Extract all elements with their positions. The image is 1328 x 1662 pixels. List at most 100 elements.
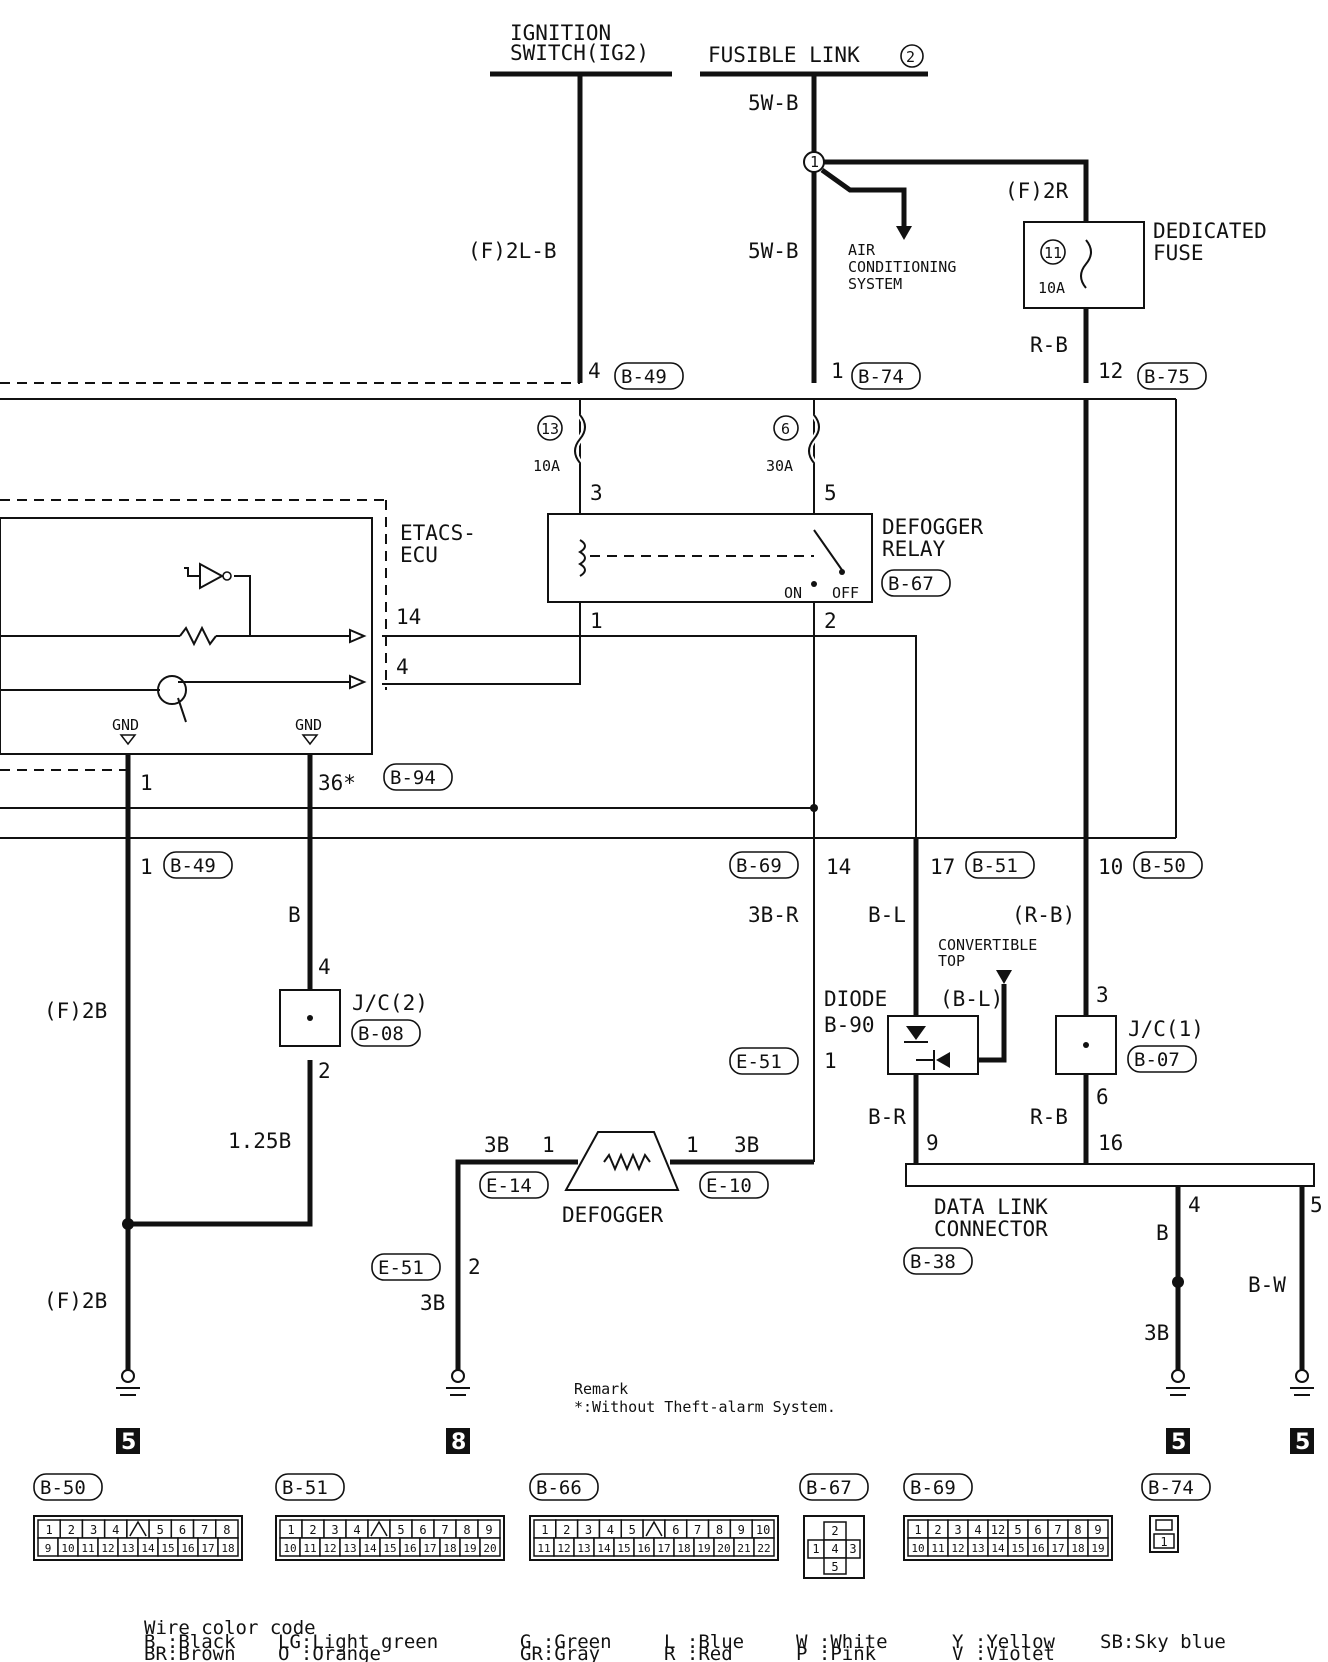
svg-text:DEFOGGER: DEFOGGER bbox=[882, 515, 984, 539]
ground-badge-dlc5: 5 bbox=[1290, 1428, 1314, 1455]
pin-cell: 3 bbox=[585, 1523, 592, 1537]
svg-text:SYSTEM: SYSTEM bbox=[848, 275, 902, 293]
pin-17-b51: 17 bbox=[930, 855, 955, 879]
defogger-pin-1-left: 1 bbox=[542, 1133, 555, 1157]
connector-table-id: B-74 bbox=[1148, 1477, 1194, 1499]
connector-table-id: B-67 bbox=[806, 1477, 852, 1499]
svg-text:CONNECTOR: CONNECTOR bbox=[934, 1217, 1048, 1241]
svg-text:RELAY: RELAY bbox=[882, 537, 946, 561]
pin-10-b50: 10 bbox=[1098, 855, 1123, 879]
data-link-connector-label: DATA LINK CONNECTOR bbox=[934, 1195, 1048, 1241]
conn-b94: B-94 bbox=[383, 763, 453, 791]
pin-cell: 8 bbox=[223, 1523, 230, 1537]
jc2-pin-2: 2 bbox=[318, 1059, 331, 1083]
pin-12-b75: 12 bbox=[1098, 359, 1123, 383]
pin-cell: 15 bbox=[1011, 1542, 1024, 1555]
pin-cell: 3 bbox=[954, 1523, 961, 1537]
svg-text:E-14: E-14 bbox=[486, 1175, 532, 1197]
wire-label-f2b-2: (F)2B bbox=[44, 1289, 107, 1313]
conn-b49-bottom: B-49 bbox=[163, 851, 233, 879]
remark: Remark *:Without Theft-alarm System. bbox=[574, 1380, 836, 1416]
defogger-pin-1-right: 1 bbox=[686, 1133, 699, 1157]
pin-cell: 12 bbox=[557, 1542, 570, 1555]
conn-e10: E-10 bbox=[699, 1171, 769, 1199]
dlc-pin-5: 5 bbox=[1310, 1193, 1323, 1217]
wire-color-entry: SB:Sky blue bbox=[1100, 1631, 1226, 1653]
pin-cell: 3 bbox=[90, 1523, 97, 1537]
pin-cell: 8 bbox=[1074, 1523, 1081, 1537]
svg-text:IGNITION: IGNITION bbox=[510, 21, 611, 45]
svg-text:ETACS-: ETACS- bbox=[400, 521, 476, 545]
defogger-label: DEFOGGER bbox=[562, 1203, 664, 1227]
svg-text:CONVERTIBLE: CONVERTIBLE bbox=[938, 936, 1037, 954]
ecu-pin-14: 14 bbox=[396, 605, 421, 629]
svg-text:AIR: AIR bbox=[848, 241, 876, 259]
ignition-switch-label: IGNITION SWITCH(IG2) bbox=[510, 21, 649, 65]
svg-text:B-38: B-38 bbox=[910, 1251, 956, 1273]
pin-cell: 4 bbox=[831, 1542, 838, 1556]
conn-b51: B-51 bbox=[965, 851, 1035, 879]
svg-text:FUSE: FUSE bbox=[1153, 241, 1204, 265]
pin-cell: 5 bbox=[397, 1523, 404, 1537]
wire-label-f2b: (F)2B bbox=[44, 999, 107, 1023]
svg-text:B-67: B-67 bbox=[888, 573, 934, 595]
pin-cell: 20 bbox=[483, 1542, 496, 1555]
etacs-ecu-label: ETACS- ECU bbox=[400, 521, 476, 567]
pin-cell: 16 bbox=[403, 1542, 416, 1555]
pin-cell: 9 bbox=[1094, 1523, 1101, 1537]
fuse-13-badge bbox=[537, 415, 563, 441]
conn-b07: B-07 bbox=[1127, 1045, 1197, 1073]
key-notch-icon bbox=[129, 1520, 147, 1537]
wire-label-b-dlc: B bbox=[1156, 1221, 1169, 1245]
pin-cell: 4 bbox=[974, 1523, 981, 1537]
pin-cell: 4 bbox=[112, 1523, 119, 1537]
wire-label-b: B bbox=[288, 903, 301, 927]
ground-icon-left bbox=[116, 1369, 140, 1396]
convertible-top-label: CONVERTIBLE TOP bbox=[938, 936, 1037, 970]
defogger-relay-label: DEFOGGER RELAY bbox=[882, 515, 984, 561]
connector-table-id: B-69 bbox=[910, 1477, 956, 1499]
relay-on-label: ON bbox=[784, 584, 802, 602]
pin-cell: 5 bbox=[157, 1523, 164, 1537]
pin-cell: 5 bbox=[831, 1560, 838, 1574]
convertible-arrow-icon bbox=[996, 970, 1012, 984]
jc1-pin-3: 3 bbox=[1096, 983, 1109, 1007]
wire-color-entry: GR:Gray bbox=[520, 1643, 600, 1662]
dlc-pin-16: 16 bbox=[1098, 1131, 1123, 1155]
svg-text:1: 1 bbox=[810, 153, 819, 171]
wire-ecu-14-to-b51 bbox=[382, 635, 917, 838]
svg-text:B-50: B-50 bbox=[1140, 855, 1186, 877]
fuse-6-amp: 30A bbox=[766, 457, 793, 475]
pin-cell: 22 bbox=[757, 1542, 770, 1555]
pin-cell: 14 bbox=[363, 1542, 377, 1555]
svg-text:11: 11 bbox=[1044, 244, 1062, 262]
wire-color-entry: B :Black bbox=[144, 1631, 236, 1653]
ground-badge-left: 5 bbox=[116, 1428, 140, 1455]
transistor-icon bbox=[157, 675, 187, 705]
pin-3: 3 bbox=[590, 481, 603, 505]
wire-color-entry: Y :Yellow bbox=[952, 1631, 1056, 1653]
ground-badge-defogger: 8 bbox=[446, 1428, 470, 1455]
fuse-11-amp: 10A bbox=[1038, 279, 1065, 297]
conn-b67: B-67 bbox=[881, 569, 951, 597]
pin-cell: 1 bbox=[45, 1523, 52, 1537]
svg-text:8: 8 bbox=[451, 1430, 466, 1455]
svg-text:2: 2 bbox=[906, 48, 915, 66]
pin-cell: 4 bbox=[607, 1523, 614, 1537]
pin-cell: 13 bbox=[121, 1542, 134, 1555]
ac-arrow-icon bbox=[896, 226, 912, 240]
pin-cell: 11 bbox=[81, 1542, 94, 1555]
jc1-label: J/C(1) bbox=[1128, 1017, 1204, 1041]
pin-cell: 4 bbox=[353, 1523, 360, 1537]
pin-4-b49: 4 bbox=[588, 359, 601, 383]
pin-cell: 17 bbox=[201, 1542, 214, 1555]
defogger-heater-icon bbox=[603, 1152, 651, 1172]
conn-e14: E-14 bbox=[479, 1171, 549, 1199]
wire-label-5wb-top: 5W-B bbox=[748, 91, 799, 115]
svg-text:DEDICATED: DEDICATED bbox=[1153, 219, 1267, 243]
pin-cell: 2 bbox=[563, 1523, 570, 1537]
svg-text:DATA LINK: DATA LINK bbox=[934, 1195, 1048, 1219]
pin-cell: 13 bbox=[343, 1542, 356, 1555]
